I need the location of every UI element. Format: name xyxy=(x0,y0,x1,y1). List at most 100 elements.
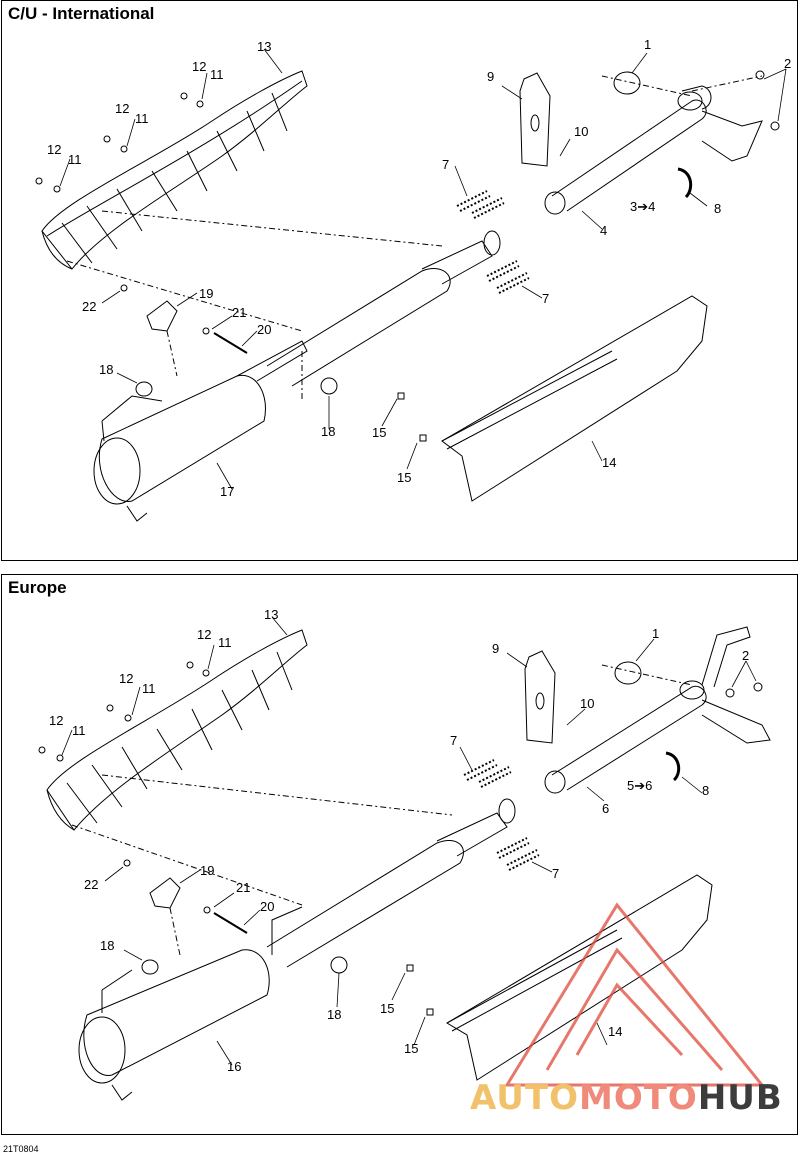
label-19: 19 xyxy=(199,286,213,301)
heat-shield-13 xyxy=(41,70,308,270)
label-5-to-6: 5➔6 xyxy=(627,778,652,793)
bolt-20 xyxy=(213,912,248,934)
label-22: 22 xyxy=(82,299,96,314)
label-11a: 11 xyxy=(210,67,224,82)
bracket-9 xyxy=(524,650,556,744)
label-11b: 11 xyxy=(142,681,156,696)
label-18a: 18 xyxy=(99,362,113,377)
label-12c: 12 xyxy=(47,142,61,157)
screw-12b xyxy=(103,135,111,143)
watermark-logo xyxy=(504,902,766,1087)
washer-21 xyxy=(203,906,211,914)
label-22: 22 xyxy=(84,877,98,892)
panel-title-europe: Europe xyxy=(8,578,67,597)
label-12a: 12 xyxy=(197,627,211,642)
label-7a: 7 xyxy=(450,733,457,748)
label-11c: 11 xyxy=(68,152,82,167)
rubber-mount-18a xyxy=(135,381,153,397)
exploded-diagram-europe: 1 2 5➔6 6 7 7 8 9 10 11 11 11 12 12 12 1… xyxy=(38,607,771,1101)
watermark-auto: AUTO xyxy=(470,1078,579,1118)
label-1: 1 xyxy=(652,626,659,641)
washer-11c xyxy=(53,185,61,193)
washer-11c xyxy=(56,754,64,762)
assembly-guides xyxy=(66,75,763,401)
clip-15b xyxy=(419,434,427,442)
washer-11b xyxy=(124,714,132,722)
label-15b: 15 xyxy=(397,470,411,485)
exhaust-pipe xyxy=(266,798,516,968)
assembly-guides xyxy=(71,664,693,956)
label-6: 6 xyxy=(602,801,609,816)
label-15a: 15 xyxy=(372,425,386,440)
screw-12a xyxy=(186,661,194,669)
label-15b: 15 xyxy=(404,1041,418,1056)
label-15a: 15 xyxy=(380,1001,394,1016)
label-10: 10 xyxy=(574,124,588,139)
springs-7-upper xyxy=(463,759,512,788)
label-3-to-4: 3➔4 xyxy=(630,199,655,214)
nut-2a xyxy=(725,688,735,698)
exhaust-pipe xyxy=(101,230,501,442)
gasket-1 xyxy=(614,661,642,685)
panel-europe: Europe xyxy=(1,574,798,1135)
label-2: 2 xyxy=(784,56,791,71)
manifold-pipe-3-4 xyxy=(544,85,763,215)
clip-15b xyxy=(426,1008,434,1016)
label-17: 17 xyxy=(220,484,234,499)
leader-lines xyxy=(61,616,757,1066)
watermark-moto: MOTO xyxy=(578,1078,698,1118)
nut-2b xyxy=(753,682,763,692)
diagram-code: 21T0804 xyxy=(3,1144,39,1154)
bracket-19 xyxy=(146,300,178,332)
bracket-19 xyxy=(149,877,181,909)
label-18b: 18 xyxy=(327,1007,341,1022)
label-14: 14 xyxy=(602,455,616,470)
label-4: 4 xyxy=(600,223,607,238)
rubber-mount-18b xyxy=(320,377,338,395)
screw-12c xyxy=(35,177,43,185)
manifold-pipe-5-6 xyxy=(544,626,771,794)
hose-8 xyxy=(665,751,681,782)
label-11c: 11 xyxy=(72,723,86,738)
washer-21 xyxy=(202,327,210,335)
label-12c: 12 xyxy=(49,713,63,728)
bracket-9 xyxy=(519,72,551,167)
label-18b: 18 xyxy=(321,424,335,439)
screw-12a xyxy=(180,92,188,100)
heat-shield-13 xyxy=(46,629,308,831)
watermark-text: AUTOMOTOHUB xyxy=(470,1078,783,1118)
label-10: 10 xyxy=(580,696,594,711)
hose-8 xyxy=(677,167,693,199)
label-7b: 7 xyxy=(542,291,549,306)
exploded-diagram-cu-international: 1 2 3➔4 4 7 7 8 9 10 11 11 11 12 12 12 1… xyxy=(35,37,791,522)
label-21: 21 xyxy=(236,880,250,895)
label-2: 2 xyxy=(742,648,749,663)
washer-11a xyxy=(196,100,204,108)
nut-2a xyxy=(755,70,765,80)
label-20: 20 xyxy=(260,899,274,914)
watermark-hub: HUB xyxy=(697,1078,783,1118)
screw-12b xyxy=(106,704,114,712)
label-13: 13 xyxy=(264,607,278,622)
label-18a: 18 xyxy=(100,938,114,953)
springs-7-upper xyxy=(456,190,505,219)
label-1: 1 xyxy=(644,37,651,52)
panel-title-cu-international: C/U - International xyxy=(8,4,155,23)
muffler-17 xyxy=(93,340,308,522)
label-7b: 7 xyxy=(552,866,559,881)
label-8: 8 xyxy=(702,783,709,798)
clip-15a xyxy=(406,964,414,972)
heat-shield-14 xyxy=(446,874,713,1081)
leader-lines xyxy=(59,48,787,490)
washer-11a xyxy=(202,669,210,677)
screw-12c xyxy=(38,746,46,754)
muffler-16 xyxy=(78,949,270,1101)
springs-7-lower xyxy=(496,837,540,871)
screw-22 xyxy=(123,859,131,867)
label-12b: 12 xyxy=(119,671,133,686)
label-7a: 7 xyxy=(442,157,449,172)
label-12b: 12 xyxy=(115,101,129,116)
label-12a: 12 xyxy=(192,59,206,74)
panel-cu-international: C/U - International xyxy=(1,0,798,561)
label-11a: 11 xyxy=(218,635,232,650)
